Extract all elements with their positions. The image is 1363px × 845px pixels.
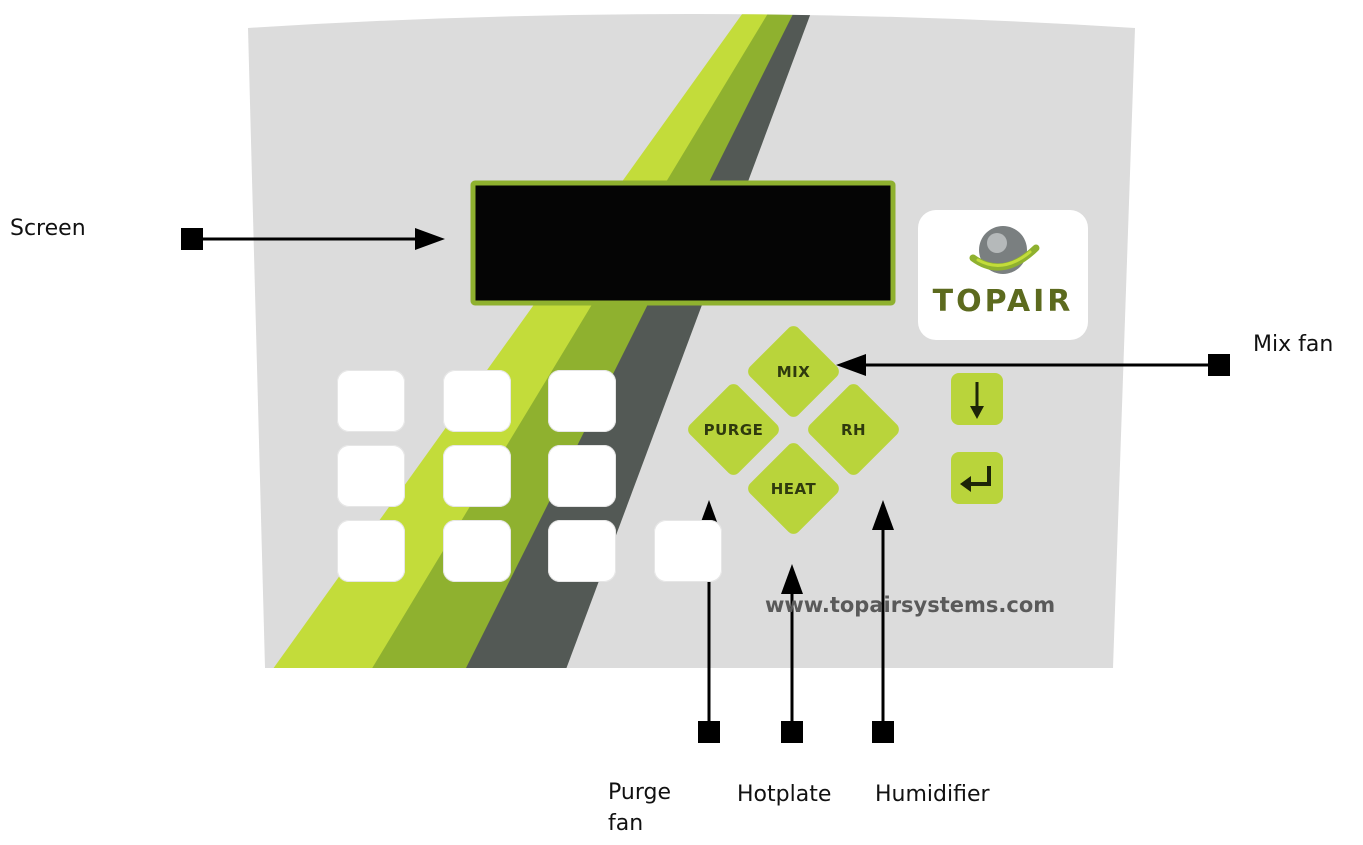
label-purge-fan-line1: Purge bbox=[608, 780, 671, 805]
heat-key[interactable]: HEAT bbox=[745, 440, 842, 537]
purge-key[interactable]: PURGE bbox=[685, 381, 782, 478]
rh-key[interactable]: RH bbox=[805, 381, 902, 478]
mix-key-label: MIX bbox=[776, 362, 811, 381]
label-screen: Screen bbox=[10, 216, 86, 241]
arrow-screen bbox=[181, 228, 445, 250]
lcd-screen bbox=[470, 180, 896, 306]
brand-logo-card: TOPAIR bbox=[918, 210, 1088, 340]
heat-key-label: HEAT bbox=[770, 479, 817, 498]
soft-key-8[interactable] bbox=[443, 520, 511, 582]
down-key[interactable] bbox=[951, 373, 1003, 425]
enter-key[interactable] bbox=[951, 452, 1003, 504]
soft-key-3[interactable] bbox=[548, 370, 616, 432]
soft-key-4[interactable] bbox=[337, 445, 405, 507]
globe-logo-icon bbox=[969, 226, 1040, 274]
soft-key-7[interactable] bbox=[337, 520, 405, 582]
soft-key-2[interactable] bbox=[443, 370, 511, 432]
soft-key-10[interactable] bbox=[654, 520, 722, 582]
label-purge-fan-line2: fan bbox=[608, 811, 644, 836]
arrow-humidifier bbox=[872, 500, 894, 743]
soft-key-1[interactable] bbox=[337, 370, 405, 432]
down-arrow-icon bbox=[970, 382, 984, 419]
soft-key-9[interactable] bbox=[548, 520, 616, 582]
purge-key-label: PURGE bbox=[703, 420, 764, 439]
label-hotplate: Hotplate bbox=[737, 782, 832, 807]
arrow-hotplate bbox=[781, 564, 803, 743]
stripe-light bbox=[265, 14, 770, 668]
label-humidifier: Humidifier bbox=[875, 782, 990, 807]
mix-key[interactable]: MIX bbox=[745, 323, 842, 420]
stripe-dark bbox=[460, 14, 812, 668]
label-mix-fan: Mix fan bbox=[1253, 332, 1334, 357]
arrow-mix-fan bbox=[836, 354, 1230, 376]
brand-wordmark: TOPAIR bbox=[932, 284, 1074, 319]
website-url: www.topairsystems.com bbox=[765, 593, 1056, 617]
soft-key-5[interactable] bbox=[443, 445, 511, 507]
soft-key-6[interactable] bbox=[548, 445, 616, 507]
stripe-mid bbox=[365, 14, 795, 668]
enter-return-icon bbox=[960, 466, 991, 492]
rh-key-label: RH bbox=[840, 420, 867, 439]
